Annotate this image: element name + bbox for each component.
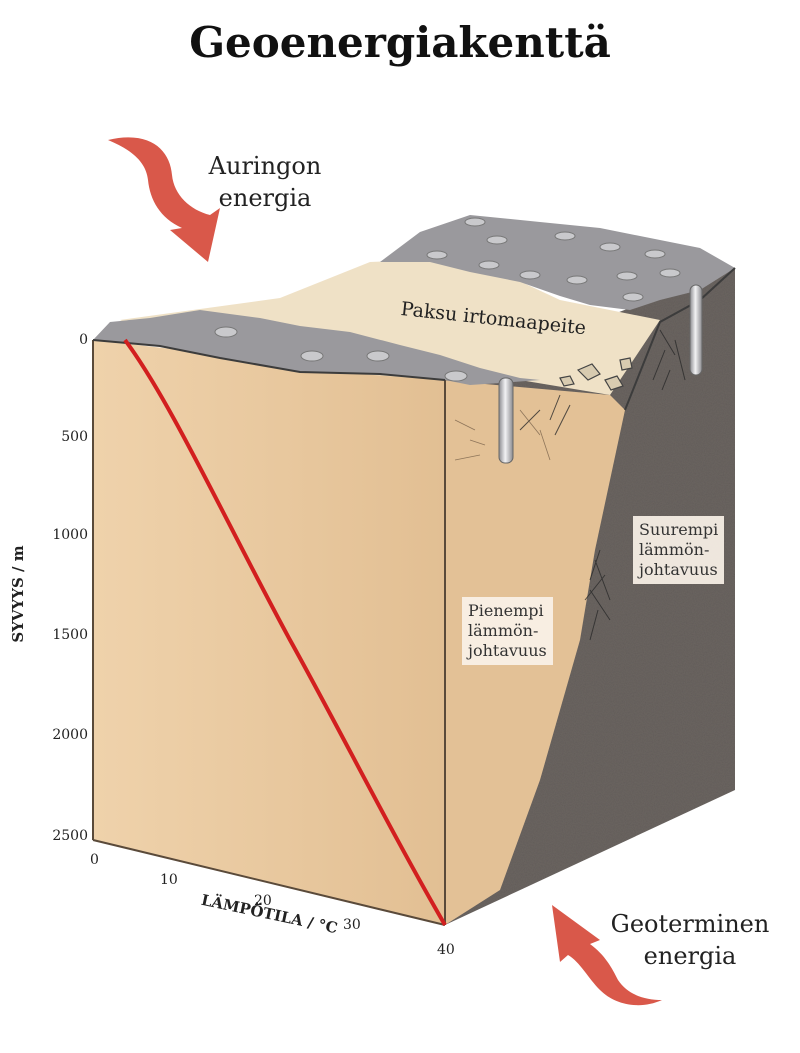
y-tick-1500: 1500 (52, 627, 88, 643)
x-tick-20: 20 (254, 893, 272, 909)
x-tick-40: 40 (437, 942, 455, 958)
geothermal-energy-arrow (552, 905, 662, 1006)
y-tick-1000: 1000 (52, 527, 88, 543)
y-tick-0: 0 (79, 332, 88, 348)
borehole-pipe-front (498, 377, 514, 464)
borehole-pipe-right (689, 284, 703, 376)
lower-conductivity-label: Pienempi lämmön- johtavuus (462, 597, 553, 665)
sediment-cracks (454, 409, 551, 461)
x-tick-0: 0 (90, 852, 99, 868)
y-axis-title: SYVYYS / m (9, 545, 27, 643)
higher-conductivity-label: Suurempi lämmön- johtavuus (633, 516, 725, 584)
rock-surface-left (93, 310, 540, 385)
solar-energy-arrow (108, 137, 220, 262)
gravel (559, 357, 633, 391)
soil-top-surface (120, 258, 660, 395)
solar-energy-label: Auringon energia (208, 152, 322, 212)
rock-fractures (519, 329, 686, 641)
rock-surface-right (380, 215, 735, 310)
temperature-depth-curve (123, 338, 447, 927)
y-tick-2500: 2500 (52, 828, 88, 844)
x-tick-10: 10 (160, 872, 178, 888)
x-tick-30: 30 (343, 917, 361, 933)
y-tick-500: 500 (61, 429, 88, 445)
diagram-title: Geoenergiakenttä (189, 18, 611, 67)
borehole-caps (214, 217, 681, 382)
y-tick-2000: 2000 (52, 727, 88, 743)
sediment-front-face (93, 340, 445, 925)
geothermal-energy-label: Geoterminen energia (610, 910, 770, 970)
